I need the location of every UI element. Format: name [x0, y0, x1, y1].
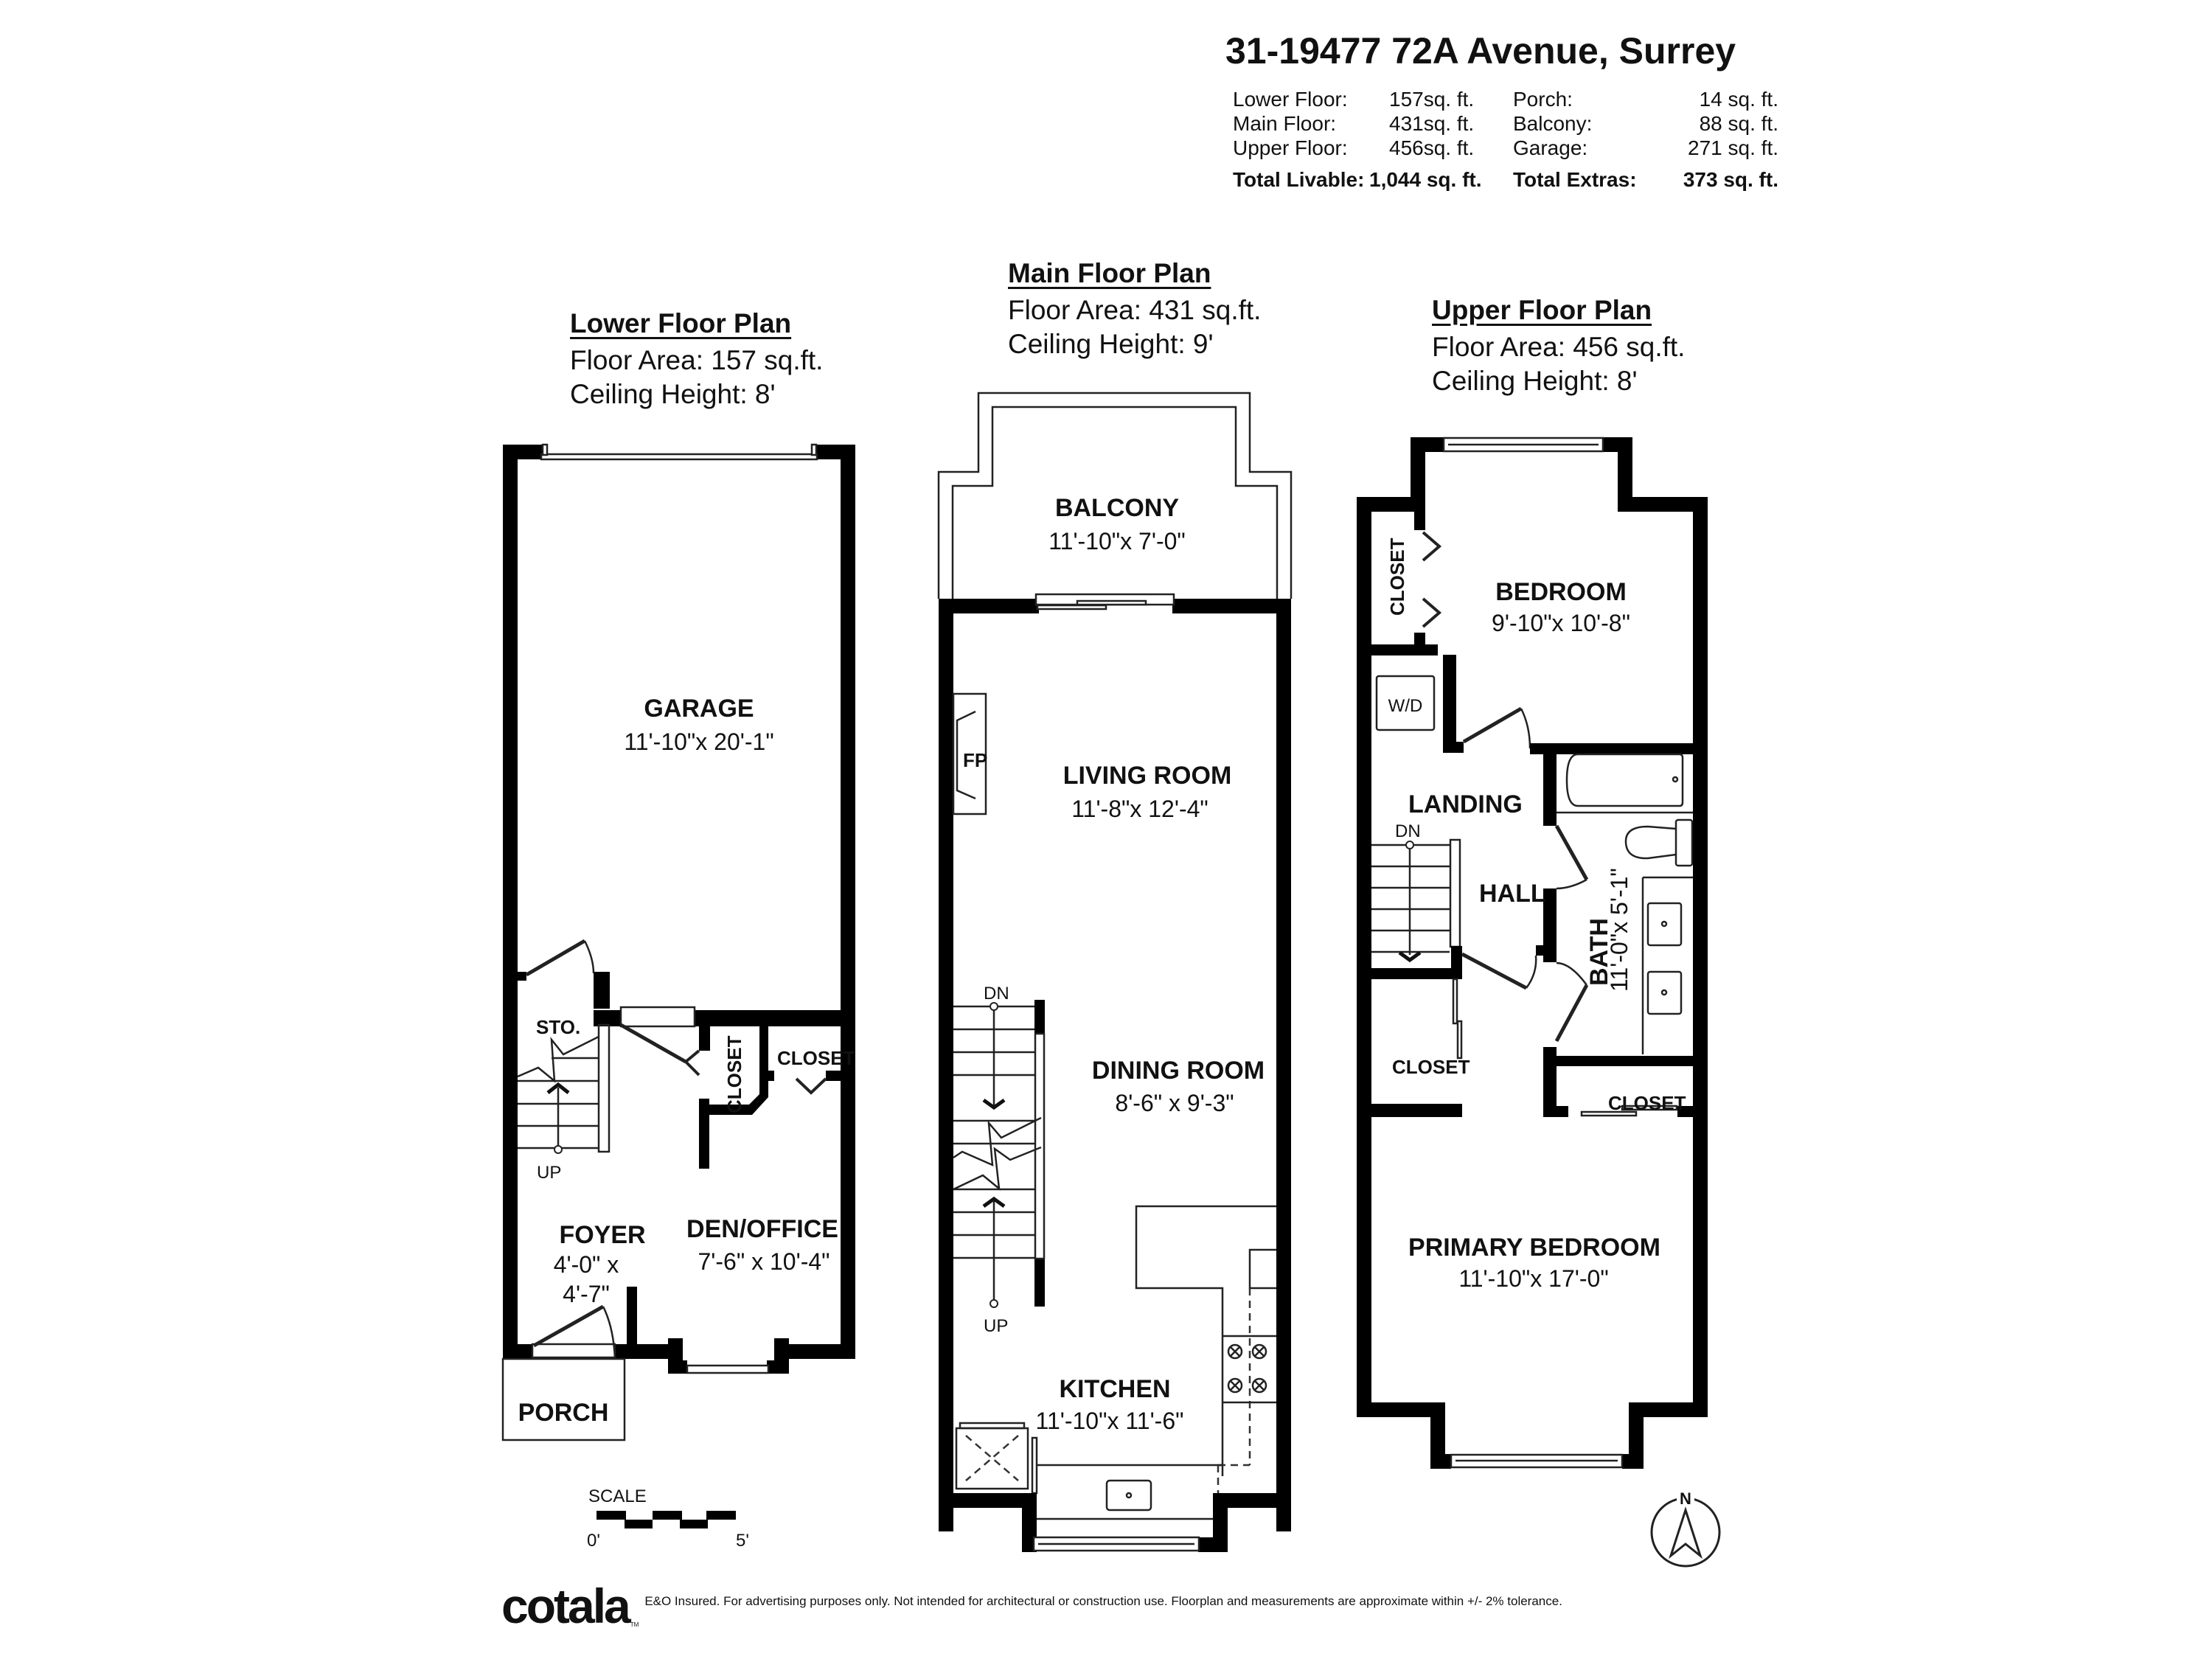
- scale-start: 0': [587, 1531, 600, 1551]
- room-dining-name: DINING ROOM: [1092, 1057, 1265, 1085]
- fireplace-label: FP: [963, 749, 987, 771]
- upper-ceiling-height: Ceiling Height: 8': [1432, 366, 1638, 396]
- room-hall-name: HALL: [1479, 880, 1546, 908]
- window: [686, 1364, 770, 1374]
- stat-label: Upper Floor:: [1233, 136, 1348, 159]
- room-foyer-dims: 4'-0" x: [554, 1251, 619, 1278]
- room-garage-name: GARAGE: [644, 695, 754, 723]
- room-foyer-dims: 4'-7": [563, 1281, 610, 1307]
- stairs-down-label: DN: [1395, 821, 1421, 841]
- laundry-label: W/D: [1388, 696, 1423, 716]
- room-bedroom-name: BEDROOM: [1495, 578, 1627, 606]
- porch-outline: [501, 1357, 626, 1441]
- room-closet-name: CLOSET: [1392, 1056, 1470, 1078]
- room-balcony-name: BALCONY: [1055, 494, 1179, 522]
- upper-floor-title: Upper Floor Plan: [1432, 295, 1652, 325]
- wall: [815, 445, 855, 459]
- main-floor-area: Floor Area: 431 sq.ft.: [1008, 295, 1262, 325]
- stat-value: 271 sq. ft.: [1688, 136, 1778, 159]
- lower-floor-title: Lower Floor Plan: [570, 308, 792, 338]
- room-balcony-dims: 11'-10"x 7'-0": [1048, 528, 1186, 554]
- room-bedroom-dims: 9'-10"x 10'-8": [1492, 610, 1630, 636]
- room-dining-dims: 8'-6" x 9'-3": [1115, 1090, 1234, 1116]
- room-kitchen-dims: 11'-10"x 11'-6": [1036, 1408, 1184, 1434]
- fireplace: FP: [952, 692, 987, 815]
- stairs-down-label: DN: [984, 984, 1009, 1004]
- room-primary-bedroom-name: PRIMARY BEDROOM: [1408, 1234, 1660, 1262]
- room-bath-name: BATH: [1585, 918, 1613, 986]
- upper-stairs: DN: [1371, 821, 1461, 963]
- stairs-up-label: UP: [537, 1163, 561, 1183]
- total-livable-value: 1,044 sq. ft.: [1369, 168, 1482, 191]
- upper-floor-area: Floor Area: 456 sq.ft.: [1432, 332, 1686, 362]
- total-extras-value: 373 sq. ft.: [1683, 168, 1778, 191]
- stat-value: 157sq. ft.: [1389, 88, 1475, 111]
- stat-value: 456sq. ft.: [1389, 136, 1475, 159]
- room-landing-name: LANDING: [1408, 790, 1523, 818]
- total-livable-label: Total Livable:: [1233, 168, 1365, 191]
- scale-label: SCALE: [588, 1486, 647, 1506]
- wall: [1357, 497, 1371, 1417]
- wall: [693, 1010, 841, 1026]
- cooktop: [1227, 1343, 1267, 1394]
- wall: [503, 445, 518, 1359]
- room-bath-dims: 11'-0"x 5'-1": [1606, 868, 1632, 992]
- main-stairs: DN UP: [953, 984, 1046, 1336]
- stat-label: Main Floor:: [1233, 112, 1337, 135]
- upper-floor-plan: W/D: [1357, 437, 1708, 1469]
- room-garage-dims: 11'-10"x 20'-1": [624, 728, 773, 755]
- main-floor-title: Main Floor Plan: [1008, 258, 1211, 288]
- brand-logo: cotala: [501, 1579, 631, 1633]
- room-den-dims: 7'-6" x 10'-4": [698, 1248, 830, 1275]
- main-floor-plan: FP DN UP: [937, 392, 1293, 1552]
- wall: [841, 445, 855, 1359]
- room-kitchen-name: KITCHEN: [1059, 1375, 1170, 1403]
- lower-floor-plan: UP GARAGE 11'-10"x 20'-1" STO. CLOSET CL…: [501, 443, 855, 1441]
- scale-bar: SCALE 0' 5': [587, 1486, 749, 1551]
- trademark-mark: TM: [630, 1621, 639, 1628]
- lower-floor-heading: Lower Floor Plan Floor Area: 157 sq.ft. …: [570, 308, 823, 411]
- lower-ceiling-height: Ceiling Height: 8': [570, 379, 776, 409]
- toilet: [1624, 818, 1694, 867]
- wall: [503, 445, 547, 459]
- footer: cotala TM E&O Insured. For advertising p…: [501, 1579, 1562, 1633]
- stat-value: 14 sq. ft.: [1699, 88, 1778, 111]
- compass-north-label: N: [1680, 1489, 1691, 1508]
- room-closet-name: CLOSET: [777, 1047, 855, 1069]
- washer-dryer: [1375, 675, 1436, 731]
- scale-end: 5': [736, 1531, 749, 1551]
- lower-floor-area: Floor Area: 157 sq.ft.: [570, 345, 824, 375]
- stat-label: Garage:: [1513, 136, 1588, 159]
- total-extras-label: Total Extras:: [1513, 168, 1637, 191]
- room-living-dims: 11'-8"x 12'-4": [1071, 796, 1208, 822]
- room-closet-name: CLOSET: [723, 1035, 745, 1113]
- room-closet-name: CLOSET: [1608, 1092, 1686, 1114]
- stat-value: 431sq. ft.: [1389, 112, 1475, 135]
- room-storage-name: STO.: [536, 1016, 580, 1038]
- room-primary-bedroom-dims: 11'-10"x 17'-0": [1458, 1265, 1608, 1292]
- main-floor-heading: Main Floor Plan Floor Area: 431 sq.ft. C…: [1008, 258, 1261, 361]
- main-ceiling-height: Ceiling Height: 9': [1008, 329, 1214, 359]
- refrigerator: [955, 1422, 1038, 1495]
- wall: [939, 599, 953, 1531]
- bathtub: [1565, 753, 1684, 807]
- room-den-name: DEN/OFFICE: [686, 1215, 838, 1243]
- north-arrow-icon: N: [1650, 1489, 1721, 1568]
- room-living-name: LIVING ROOM: [1063, 762, 1232, 790]
- garage-door: [540, 453, 818, 461]
- stat-value: 88 sq. ft.: [1699, 112, 1778, 135]
- stairs-up-label: UP: [984, 1316, 1008, 1336]
- lower-stairs: UP: [517, 1023, 611, 1183]
- upper-floor-heading: Upper Floor Plan Floor Area: 456 sq.ft. …: [1432, 295, 1685, 398]
- room-closet-name: CLOSET: [1386, 538, 1408, 616]
- disclaimer-text: E&O Insured. For advertising purposes on…: [644, 1594, 1562, 1608]
- room-porch-name: PORCH: [518, 1399, 609, 1427]
- room-foyer-name: FOYER: [559, 1221, 645, 1249]
- stat-label: Porch:: [1513, 88, 1573, 111]
- wall: [1693, 497, 1708, 1417]
- stat-label: Lower Floor:: [1233, 88, 1348, 111]
- property-address: 31-19477 72A Avenue, Surrey: [1225, 30, 1736, 72]
- wall: [1276, 599, 1291, 1531]
- stat-label: Balcony:: [1513, 112, 1593, 135]
